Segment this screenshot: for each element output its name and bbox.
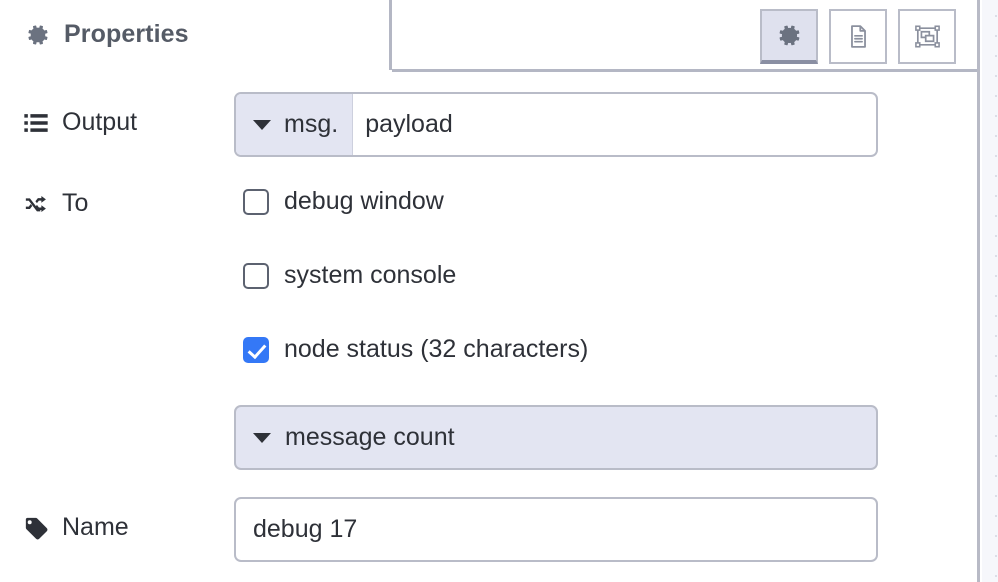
output-typed-input[interactable]: msg. payload <box>234 92 878 157</box>
checkbox-system-console[interactable]: system console <box>243 261 456 290</box>
output-type-value: msg. <box>284 110 339 138</box>
gear-icon <box>25 22 51 48</box>
tabstrip-baseline <box>392 69 977 72</box>
checkbox-box[interactable] <box>243 262 269 289</box>
tab-properties[interactable]: Properties <box>0 0 392 70</box>
name-label-text: Name <box>62 513 129 541</box>
panel-tab-buttons <box>760 9 956 64</box>
output-property-input[interactable]: payload <box>365 110 453 138</box>
status-type-value: message count <box>285 423 455 451</box>
output-label: Output <box>22 108 137 137</box>
gear-icon <box>776 22 803 49</box>
appearance-tab-button[interactable] <box>898 9 956 64</box>
checkbox-box[interactable] <box>243 188 269 215</box>
properties-tab-button[interactable] <box>760 9 818 64</box>
output-type-select[interactable]: msg. <box>236 94 354 155</box>
checkbox-label: debug window <box>284 187 444 215</box>
chevron-down-icon <box>253 119 271 130</box>
description-tab-button[interactable] <box>829 9 887 64</box>
properties-form: Output msg. payload <box>0 72 977 582</box>
document-icon <box>845 23 872 50</box>
panel-right-border <box>977 0 980 582</box>
checkbox-debug-window[interactable]: debug window <box>243 187 444 216</box>
row-to: To debug window system console node stat… <box>0 177 977 470</box>
checkbox-label: node status (32 characters) <box>284 335 589 363</box>
chevron-down-icon <box>253 432 271 443</box>
row-name: Name debug 17 <box>0 497 977 562</box>
to-label-text: To <box>62 189 89 217</box>
name-label: Name <box>22 513 129 542</box>
shuffle-icon <box>22 190 50 218</box>
output-label-text: Output <box>62 108 138 136</box>
status-type-select[interactable]: message count <box>234 405 878 470</box>
editor-canvas-background <box>982 0 998 582</box>
list-icon <box>22 109 50 137</box>
panel-header: Properties <box>0 0 977 72</box>
row-output: Output msg. payload <box>0 92 977 157</box>
checkbox-label: system console <box>284 261 457 289</box>
object-group-icon <box>914 23 941 50</box>
tag-icon <box>22 514 50 542</box>
checkbox-box[interactable] <box>243 336 269 363</box>
name-input[interactable]: debug 17 <box>234 497 878 562</box>
to-label: To <box>22 189 88 218</box>
checkbox-node-status[interactable]: node status (32 characters) <box>243 335 588 364</box>
tab-properties-label: Properties <box>64 20 189 48</box>
